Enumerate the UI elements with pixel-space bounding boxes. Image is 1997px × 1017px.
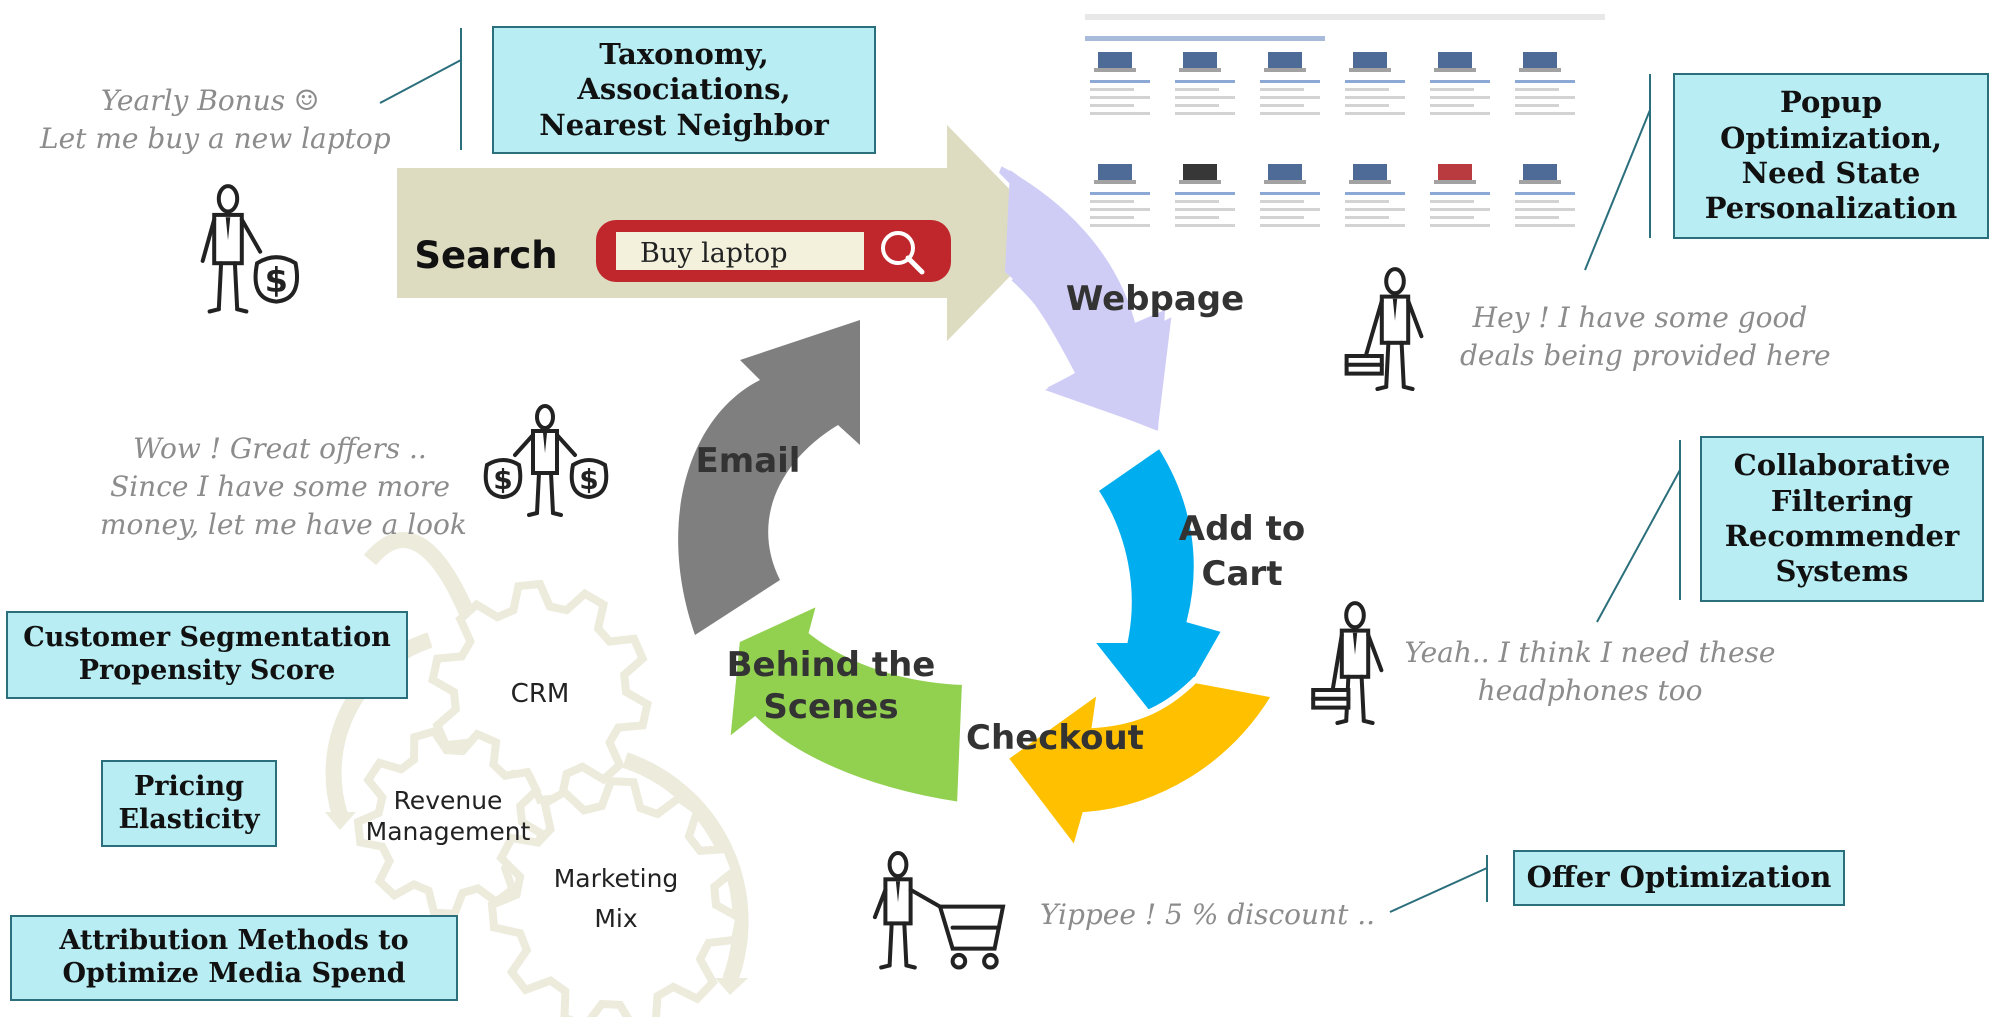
person-with-basket (1344, 267, 1424, 391)
search-input[interactable]: Buy laptop (640, 238, 787, 269)
laptop-thumbnail (1345, 164, 1405, 227)
stage-label-behind-1: Behind the (727, 645, 936, 685)
svg-text:$: $ (493, 463, 512, 496)
laptop-thumbnail (1090, 52, 1150, 115)
box-taxonomy-line-2: Associations, (577, 72, 791, 107)
laptop-thumbnail (1345, 52, 1405, 115)
box-seg-line-1: Customer Segmentation (23, 622, 391, 654)
gear-label-revenue-2: Management (366, 817, 531, 846)
quote-deals: Hey ! I have some good deals being provi… (1460, 299, 1831, 375)
stage-label-search: Search (414, 234, 557, 277)
box-offer-line-1: Offer Optimization (1526, 860, 1832, 895)
box-taxonomy-line-1: Taxonomy, (599, 36, 769, 71)
stage-label-add-to-cart-2: Cart (1202, 554, 1283, 594)
laptop-thumbnail (1430, 164, 1490, 227)
box-popup-line-2: Optimization, (1720, 120, 1942, 155)
laptop-thumbnail (1260, 52, 1320, 115)
person-with-shopping-cart (872, 851, 1006, 970)
box-attr-line-2: Optimize Media Spend (62, 958, 406, 989)
callout-lines (379, 28, 1681, 913)
stage-label-checkout: Checkout (966, 718, 1144, 758)
box-attr-line-1: Attribution Methods to (59, 925, 409, 957)
box-collab-line-2: Filtering (1770, 483, 1914, 518)
quote-deals-line-1: Hey ! I have some good (1472, 301, 1808, 334)
cycle-arrow-email (678, 320, 860, 635)
quote-discount: Yippee ! 5 % discount .. (1040, 896, 1376, 934)
box-taxonomy: Taxonomy,Associations,Nearest Neighbor (492, 26, 876, 154)
laptop-thumbnail (1515, 52, 1575, 115)
laptop-thumbnail (1430, 52, 1490, 115)
laptop-thumbnail (1090, 164, 1150, 227)
laptop-thumbnail (1175, 164, 1235, 227)
shopping-cart-icon (937, 904, 1006, 970)
quote-offers-line-1: Wow ! Great offers .. (133, 432, 427, 465)
gear-label-crm: CRM (511, 679, 570, 709)
magnifier-icon[interactable] (881, 231, 925, 275)
stage-label-behind-2: Scenes (763, 687, 898, 727)
box-pricing-line-1: Pricing (134, 770, 244, 802)
cycle-arrow-webpage-front (1005, 170, 1165, 430)
person-with-money-bag: $ (200, 184, 299, 314)
quote-offers-line-2: Since I have some more (110, 469, 450, 503)
webpage-screenshot (1080, 0, 1606, 250)
box-collab-line-4: Systems (1775, 554, 1909, 589)
svg-text:$: $ (579, 463, 598, 496)
laptop-thumbnail (1175, 52, 1235, 115)
box-offer: Offer Optimization (1513, 850, 1845, 906)
gears: CRM Revenue Management Marketing Mix (325, 532, 749, 1017)
box-popup-line-4: Personalization (1704, 191, 1958, 226)
quote-offers-line-3: money, let me have a look (100, 507, 467, 541)
cycle-arrow-checkout (1000, 676, 1280, 857)
cycle-arrow-behind-the-scenes (723, 596, 969, 809)
quote-bonus: Yearly Bonus ☺ Let me buy a new laptop (40, 82, 391, 158)
gear-cycle-arrow-top (363, 532, 478, 624)
laptop-thumbnail (1260, 164, 1320, 227)
quote-headphones: Yeah.. I think I need these headphones t… (1400, 634, 1780, 710)
quote-bonus-line-1: Yearly Bonus ☺ (100, 84, 320, 117)
quote-offers: Wow ! Great offers .. Since I have some … (100, 430, 467, 543)
gear-label-marketing-1: Marketing (554, 864, 679, 893)
quote-headphones-line-2: headphones too (1477, 673, 1703, 707)
quote-headphones-line-1: Yeah.. I think I need these (1404, 636, 1776, 669)
quote-discount-line-1: Yippee ! 5 % discount .. (1040, 898, 1376, 931)
quote-deals-line-2: deals being provided here (1460, 338, 1831, 372)
quote-bonus-line-2: Let me buy a new laptop (40, 121, 391, 155)
gear-label-marketing-2: Mix (594, 904, 637, 933)
person-with-basket-headphones (1311, 601, 1384, 725)
svg-text:$: $ (265, 261, 288, 300)
gear-marketing-mix (487, 776, 744, 1017)
stage-label-email: Email (696, 441, 801, 481)
box-popup-line-1: Popup (1779, 85, 1882, 120)
box-seg-line-2: Propensity Score (78, 655, 336, 686)
stage-label-webpage: Webpage (1066, 279, 1244, 319)
box-collab-line-3: Recommender (1724, 519, 1960, 553)
box-pricing-line-2: Elasticity (118, 803, 260, 835)
person-with-two-money-bags: $$ (483, 404, 609, 517)
search-bar[interactable]: Buy laptop (596, 220, 951, 282)
box-taxonomy-line-3: Nearest Neighbor (539, 107, 829, 142)
box-popup-line-3: Need State (1741, 156, 1921, 190)
gear-label-revenue-1: Revenue (394, 786, 503, 815)
laptop-thumbnail (1515, 164, 1575, 227)
box-collab-line-1: Collaborative (1733, 448, 1951, 483)
stage-label-add-to-cart-1: Add to (1179, 509, 1305, 549)
